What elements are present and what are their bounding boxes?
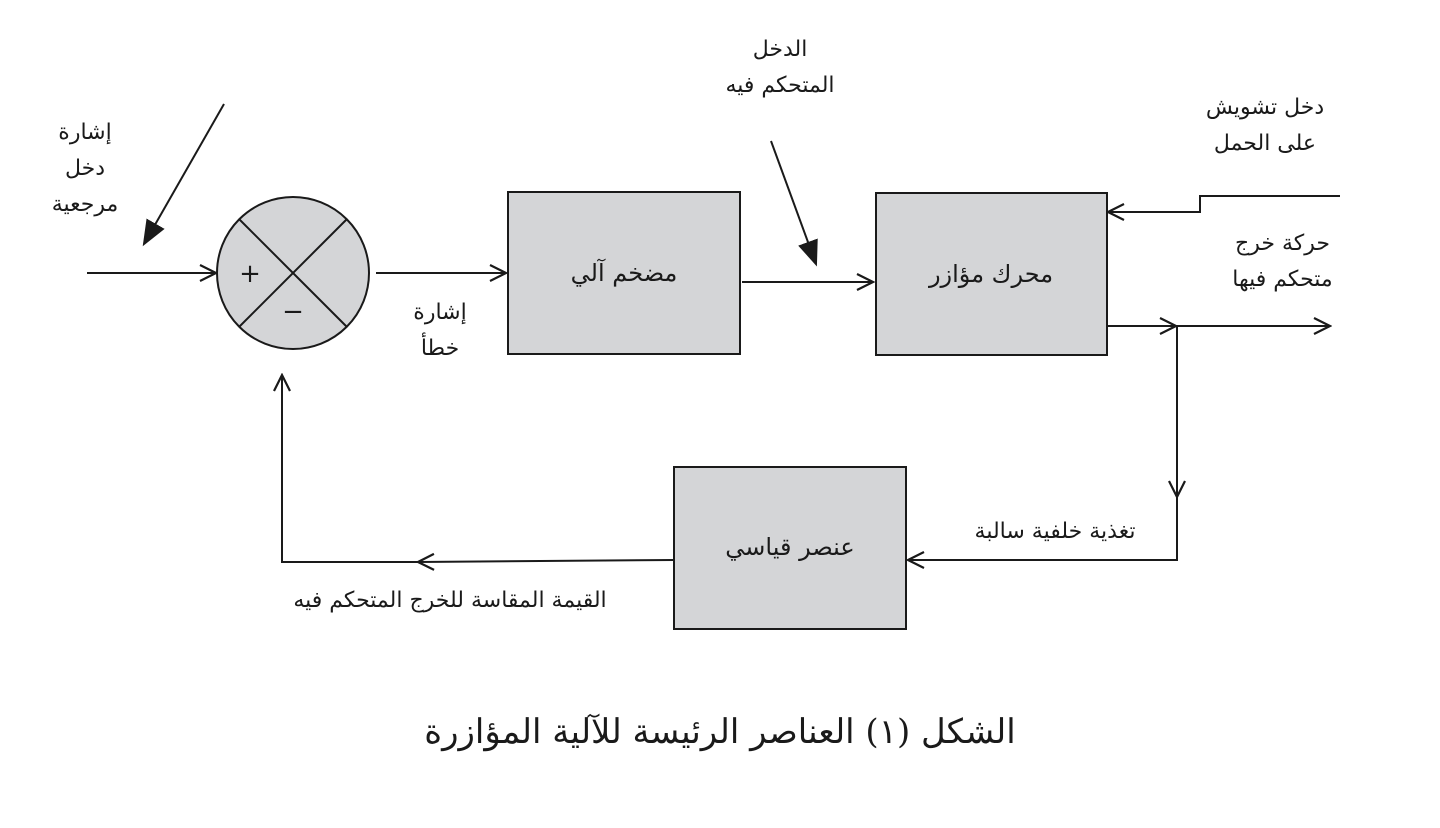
servo-motor-block	[875, 192, 1108, 356]
controlled-input-pointer-arrow	[770, 140, 818, 267]
controlled-input-line-2: المتحكم فيه	[725, 73, 835, 98]
disturbance-input-line-1: دخل تشويش	[1205, 95, 1325, 120]
negative-feedback-label: تغذية خلفية سالبة	[974, 519, 1136, 544]
controlled-input-label: الدخل المتحكم فيه	[690, 32, 870, 104]
controlled-output-line-2: متحكم فيها	[1232, 267, 1333, 292]
controlled-input-line-1: الدخل	[752, 37, 808, 62]
reference-input-line-1: إشارة	[58, 120, 112, 145]
measured-value-arrow	[418, 560, 675, 562]
disturbance-input-label: دخل تشويش على الحمل	[1170, 90, 1360, 162]
error-signal-label: إشارة خطأ	[385, 295, 495, 367]
reference-input-line-2: دخل	[64, 156, 106, 181]
disturbance-input-arrow	[1108, 195, 1340, 212]
controlled-output-line-1: حركة خرج	[1235, 231, 1330, 256]
error-signal-line-2: خطأ	[420, 336, 460, 361]
feedback-return-arrow	[282, 375, 418, 563]
measuring-element-block	[673, 466, 907, 630]
servo-motor-label: محرك مؤازر	[928, 260, 1054, 288]
reference-input-label: إشارة دخل مرجعية	[20, 115, 150, 223]
disturbance-input-line-2: على الحمل	[1213, 131, 1317, 156]
error-signal-line-1: إشارة	[413, 300, 467, 325]
reference-pointer-arrow	[142, 103, 225, 247]
amplifier-label: مضخم آلي	[570, 259, 678, 287]
measuring-element-label: عنصر قياسي	[725, 533, 855, 561]
feedback-to-measuring-arrow	[908, 497, 1178, 560]
figure-caption: الشكل (١) العناصر الرئيسة للآلية المؤازر…	[424, 712, 1016, 752]
plus-sign: +	[239, 259, 261, 289]
amplifier-block	[507, 191, 741, 355]
reference-input-line-3: مرجعية	[51, 192, 119, 217]
measured-value-label: القيمة المقاسة للخرج المتحكم فيه	[293, 588, 607, 613]
minus-sign: −	[282, 297, 304, 327]
controlled-output-label: حركة خرج متحكم فيها	[1195, 226, 1370, 298]
